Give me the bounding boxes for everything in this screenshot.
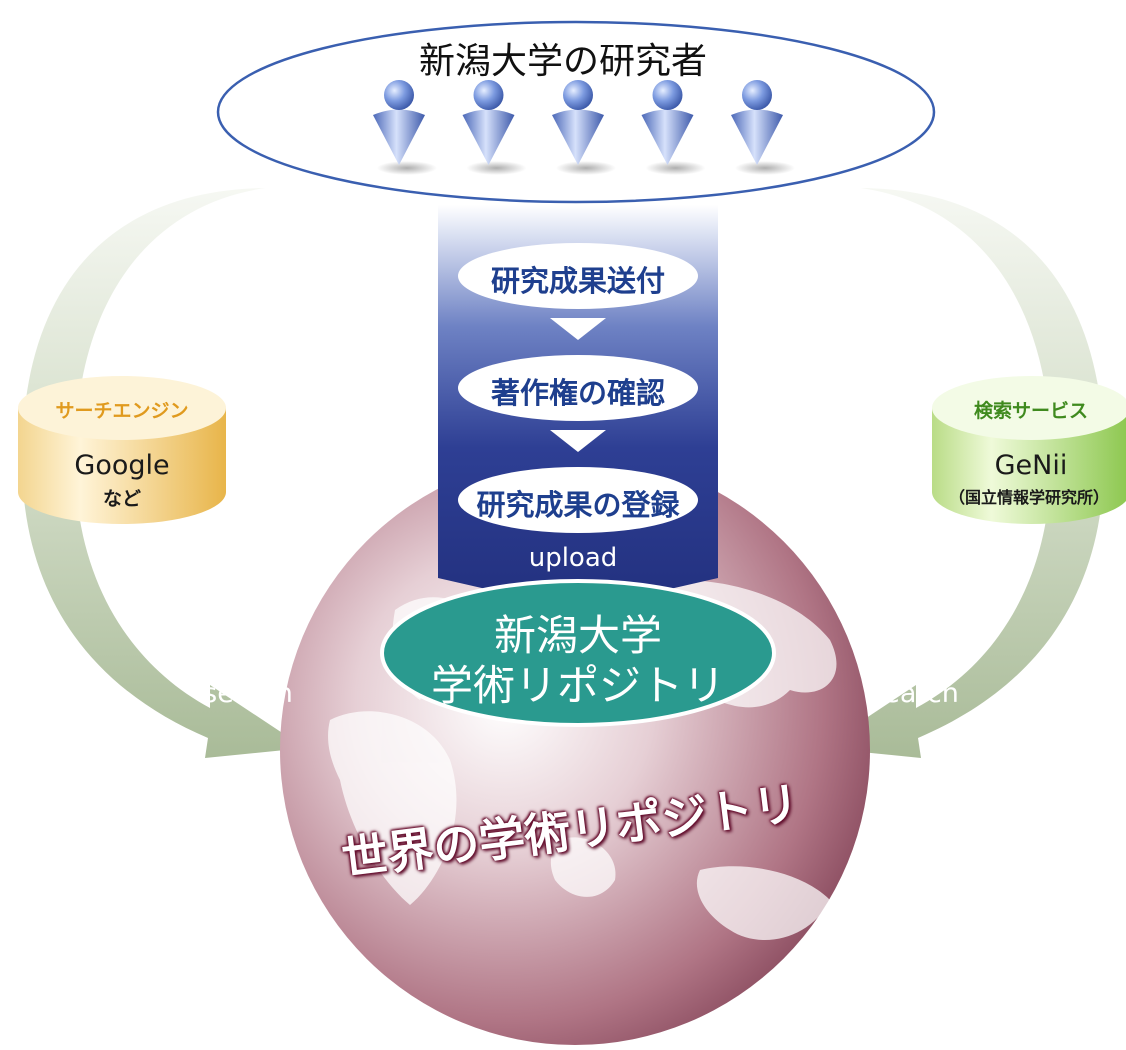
figure-shadow <box>735 161 795 175</box>
figure-head <box>384 80 414 110</box>
step-arrow-1 <box>550 318 606 340</box>
step-oval-1 <box>458 243 698 309</box>
figure-shadow <box>556 161 616 175</box>
researcher-figure <box>552 80 616 175</box>
researchers-title: 新潟大学の研究者 <box>418 41 707 82</box>
left-search-arrow <box>22 188 305 758</box>
step-label-copyright: 著作権の確認 <box>490 376 665 410</box>
search-engine-sub: など <box>102 488 141 510</box>
upload-label: upload <box>528 543 618 573</box>
figure-head <box>742 80 772 110</box>
figure-shadow <box>377 161 437 175</box>
search-service-sub: （国立情報学研究所） <box>948 488 1109 507</box>
repository-name-line2: 学術リポジトリ <box>430 661 725 710</box>
left-search-label: search <box>203 678 293 709</box>
search-service-tag: 検索サービス <box>973 400 1088 422</box>
repository-oval <box>380 579 776 727</box>
figure-body <box>373 109 425 165</box>
researcher-figure <box>731 80 795 175</box>
figure-head <box>652 80 683 110</box>
figure-body <box>641 109 694 165</box>
figure-body <box>731 109 783 165</box>
repository-name-line1: 新潟大学 <box>493 611 662 660</box>
step-arrow-2 <box>550 430 606 452</box>
right-search-arrow <box>821 188 1104 758</box>
search-engine-tag: サーチエンジン <box>55 400 189 422</box>
figure-shadow <box>466 161 527 175</box>
figure-body <box>552 109 604 165</box>
step-label-send: 研究成果送付 <box>490 264 665 298</box>
search-service-name: GeNii <box>994 450 1068 481</box>
search-engine-cylinder <box>18 376 226 524</box>
figure-head <box>563 80 593 110</box>
step-oval-2 <box>458 355 698 421</box>
figure-shadow <box>645 161 706 175</box>
step-oval-3 <box>458 467 698 533</box>
researcher-figures <box>373 80 795 175</box>
search-service-cylinder <box>932 376 1126 524</box>
researcher-figure <box>641 80 706 175</box>
figure-head <box>473 80 504 110</box>
researcher-figure <box>373 80 437 175</box>
researcher-figure <box>462 80 527 175</box>
step-label-register: 研究成果の登録 <box>476 488 680 522</box>
search-engine-name: Google <box>74 450 170 481</box>
right-search-label: search <box>869 678 959 709</box>
figure-body <box>462 109 515 165</box>
